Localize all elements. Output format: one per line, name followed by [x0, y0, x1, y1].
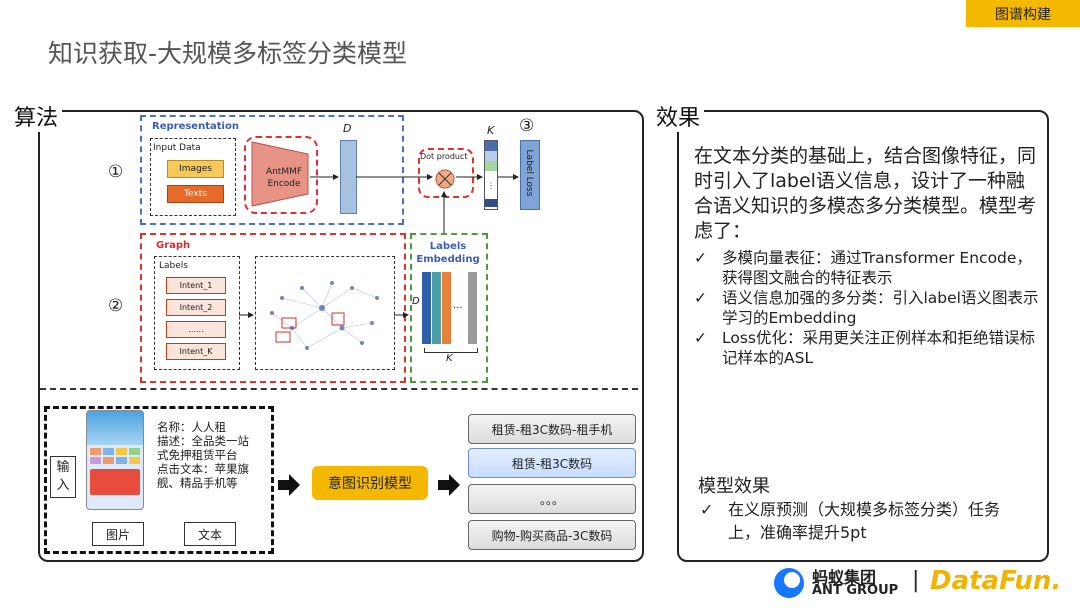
encoder-trapezoid [251, 141, 309, 207]
description-line: 描述：全品类一站 [157, 434, 249, 448]
embedding-dim-label: D [412, 296, 420, 307]
images-block: Images [167, 160, 224, 178]
labels-list-box [154, 256, 240, 370]
model-effect-title: 模型效果 [698, 476, 770, 497]
embedding-ellipsis: ... [453, 300, 463, 311]
effect-point-text: Loss优化：采用更关注正例样本和拒绝错误标记样本的ASL [722, 329, 1035, 367]
output-vector: ⋮ [484, 140, 498, 210]
app-screenshot [86, 410, 144, 510]
datafun-logo: DataFun. [930, 566, 1062, 596]
algorithm-panel [38, 110, 644, 562]
image-caption: 图片 [92, 522, 144, 546]
description-line: 式免押租赁平台 [157, 448, 238, 462]
encoder-label: AntMMF Encode [265, 167, 303, 189]
output-cell [485, 171, 497, 181]
output-cell [485, 151, 497, 161]
algorithm-label: 算法 [10, 100, 63, 132]
separator-line [40, 388, 638, 390]
input-example-box [44, 406, 274, 554]
graph-title: Graph [156, 240, 191, 251]
page-title: 知识获取-大规模多标签分类模型 [48, 39, 408, 68]
description-line: 舰、精品手机等 [157, 476, 238, 490]
result-option: 购物-购买商品-3C数码 [468, 520, 636, 550]
ant-group-name-cn: 蚂蚁集团 [812, 568, 877, 587]
input-label-text: 输入 [56, 460, 70, 493]
product-description: 名称：人人租 描述：全品类一站 式免押租赁平台 点击文本：苹果旗 舰、精品手机等 [157, 420, 267, 490]
intent-item: Intent_2 [166, 299, 226, 316]
effect-point: ✓ 多模向量表征：通过Transformer Encode，获得图文融合的特征表示 [694, 248, 1039, 288]
labels-list-title: Labels [159, 261, 188, 271]
pipeline-arrows [310, 174, 519, 233]
effect-point: ✓ 语义信息加强的多分类：引入label语义图表示学习的Embedding [694, 288, 1039, 328]
effect-panel [677, 110, 1049, 562]
feature-dim-label: D [343, 122, 352, 135]
model-effect-point: ✓ 在义原预测（大规模多标签分类）任务上，准确率提升5pt [700, 498, 1030, 544]
effect-point: ✓ Loss优化：采用更关注正例样本和拒绝错误标记样本的ASL [694, 328, 1039, 368]
ant-group-logo-icon [774, 568, 804, 598]
intent-item: Intent_K [166, 343, 226, 360]
embedding-col [442, 272, 451, 344]
result-option-selected: 租赁-租3C数码 [468, 448, 636, 478]
result-option: 租赁-租3C数码-租手机 [468, 414, 636, 444]
embedding-k-bracket [424, 348, 478, 353]
texts-block: Texts [167, 185, 224, 203]
intent-model-box: 意图识别模型 [312, 466, 428, 500]
description-line: 名称：人人租 [157, 420, 226, 434]
result-option: 。。。 [468, 484, 636, 514]
effect-points: ✓ 多模向量表征：通过Transformer Encode，获得图文融合的特征表示… [694, 248, 1039, 368]
graph-box [140, 233, 406, 383]
knowledge-graph-box [255, 256, 395, 370]
embedding-k-label: K [446, 353, 453, 364]
output-cell [485, 161, 497, 171]
effect-intro: 在文本分类的基础上，结合图像特征，同时引入了label语义信息，设计了一种融合语… [694, 145, 1037, 242]
embedding-col [468, 272, 477, 344]
model-effect-text: 在义原预测（大规模多标签分类）任务上，准确率提升5pt [728, 500, 1001, 542]
effect-label: 效果 [652, 100, 705, 132]
output-cell [485, 199, 497, 207]
intent-item: ...... [166, 321, 226, 338]
arrow-to-model-icon [278, 474, 300, 496]
representation-title: Representation [152, 121, 239, 132]
effect-point-text: 多模向量表征：通过Transformer Encode，获得图文融合的特征表示 [722, 249, 1032, 287]
dot-product-box [418, 148, 474, 198]
check-icon: ✓ [694, 329, 707, 347]
description-line: 点击文本：苹果旗 [157, 462, 249, 476]
intent-item: Intent_1 [166, 277, 226, 294]
k-label: K [487, 124, 495, 137]
app-promo [90, 469, 140, 495]
encoder-highlight [244, 136, 318, 214]
labels-embedding-box [410, 233, 488, 383]
logo-separator: | [912, 568, 920, 593]
labels-embedding-title: Labels Embedding [416, 241, 480, 265]
dot-product-icon [435, 169, 455, 189]
text-caption: 文本 [184, 522, 236, 546]
graph-arrows [239, 312, 409, 318]
step-2-number: ② [108, 296, 124, 316]
dot-product-label: Dot product [420, 152, 468, 161]
label-loss-box [520, 140, 540, 210]
output-cell [485, 141, 497, 151]
knowledge-graph-network [270, 281, 379, 350]
embedding-col [422, 272, 431, 344]
check-icon: ✓ [694, 249, 707, 267]
step-3-number: ③ [519, 116, 535, 136]
input-data-label: Input Data [153, 143, 201, 153]
output-cell: ⋮ [485, 181, 497, 199]
effect-point-text: 语义信息加强的多分类：引入label语义图表示学习的Embedding [722, 289, 1039, 327]
representation-box [140, 115, 404, 225]
input-label: 输入 [50, 456, 76, 498]
input-data-box [150, 138, 236, 216]
arrow-to-results-icon [438, 474, 460, 496]
step-1-number: ① [108, 162, 124, 182]
ant-group-name-en: ANT GROUP [812, 583, 899, 598]
section-tag: 图谱构建 [966, 0, 1080, 27]
embedding-col [432, 272, 441, 344]
check-icon: ✓ [694, 289, 707, 307]
app-grid [87, 445, 143, 467]
check-icon: ✓ [700, 500, 714, 519]
app-banner [87, 411, 143, 445]
